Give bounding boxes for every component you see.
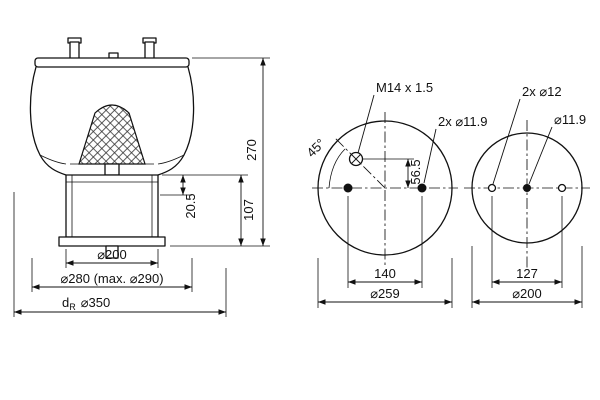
bumper-stem <box>104 163 120 176</box>
rubber-bumper <box>78 104 146 165</box>
label-air-port: M14 x 1.5 <box>376 80 433 95</box>
label-outer-holes: 2x ⌀12 <box>522 84 562 99</box>
dim-clearance: 20.5 <box>183 193 198 218</box>
dim-port-offset: 56.5 <box>408 159 423 184</box>
dr-value: ⌀350 <box>81 295 111 310</box>
top-valve-stub <box>108 52 119 59</box>
dr-prefix: d <box>62 295 69 310</box>
centerline-45deg <box>333 136 386 189</box>
piston-bottom-plate <box>58 236 166 247</box>
bellows-top-plate <box>34 57 190 68</box>
dim-piston-height: 107 <box>241 199 256 221</box>
top-view-plate: M14 x 1.5 2x ⌀11.9 45° 56.5 140 ⌀259 <box>304 80 488 308</box>
side-view-part <box>29 37 195 259</box>
stud-hole-left <box>343 183 353 193</box>
dim-piston-diameter: ⌀200 <box>97 247 127 262</box>
outer-hole-left <box>487 183 497 193</box>
center-hole <box>523 184 531 192</box>
outer-hole-right <box>557 183 567 193</box>
label-stud-holes: 2x ⌀11.9 <box>438 114 488 129</box>
top-stud-left <box>69 41 80 60</box>
stud-hole-right <box>417 183 427 193</box>
piston-body <box>65 174 159 238</box>
bottom-view-plate: 2x ⌀12 ⌀11.9 127 ⌀200 <box>464 84 590 308</box>
dr-subscript: R <box>69 302 76 312</box>
bellows-roll-right <box>157 154 185 165</box>
angle-arc <box>328 148 346 189</box>
bellows-left-wall <box>29 66 67 176</box>
dim-bellows-diameter: ⌀280 (max. ⌀290) <box>60 271 163 286</box>
dim-top-plate-diameter: ⌀259 <box>370 286 400 301</box>
label-angle: 45° <box>304 136 329 161</box>
top-stud-right <box>144 41 155 60</box>
dim-stud-spacing: 140 <box>374 266 396 281</box>
dim-overall-height: 270 <box>244 139 259 161</box>
bottom-stud <box>105 245 119 259</box>
dim-hole-spacing: 127 <box>516 266 538 281</box>
label-center-hole: ⌀11.9 <box>554 112 586 127</box>
dim-rolling-diameter: dR ⌀350 <box>62 295 110 312</box>
dim-bottom-plate-diameter: ⌀200 <box>512 286 542 301</box>
bellows-roll-left <box>39 154 67 165</box>
side-view-dimensions: 270 107 20.5 ⌀200 ⌀280 (max. ⌀290) dR ⌀35… <box>13 57 270 317</box>
bellows-right-wall <box>157 66 195 176</box>
